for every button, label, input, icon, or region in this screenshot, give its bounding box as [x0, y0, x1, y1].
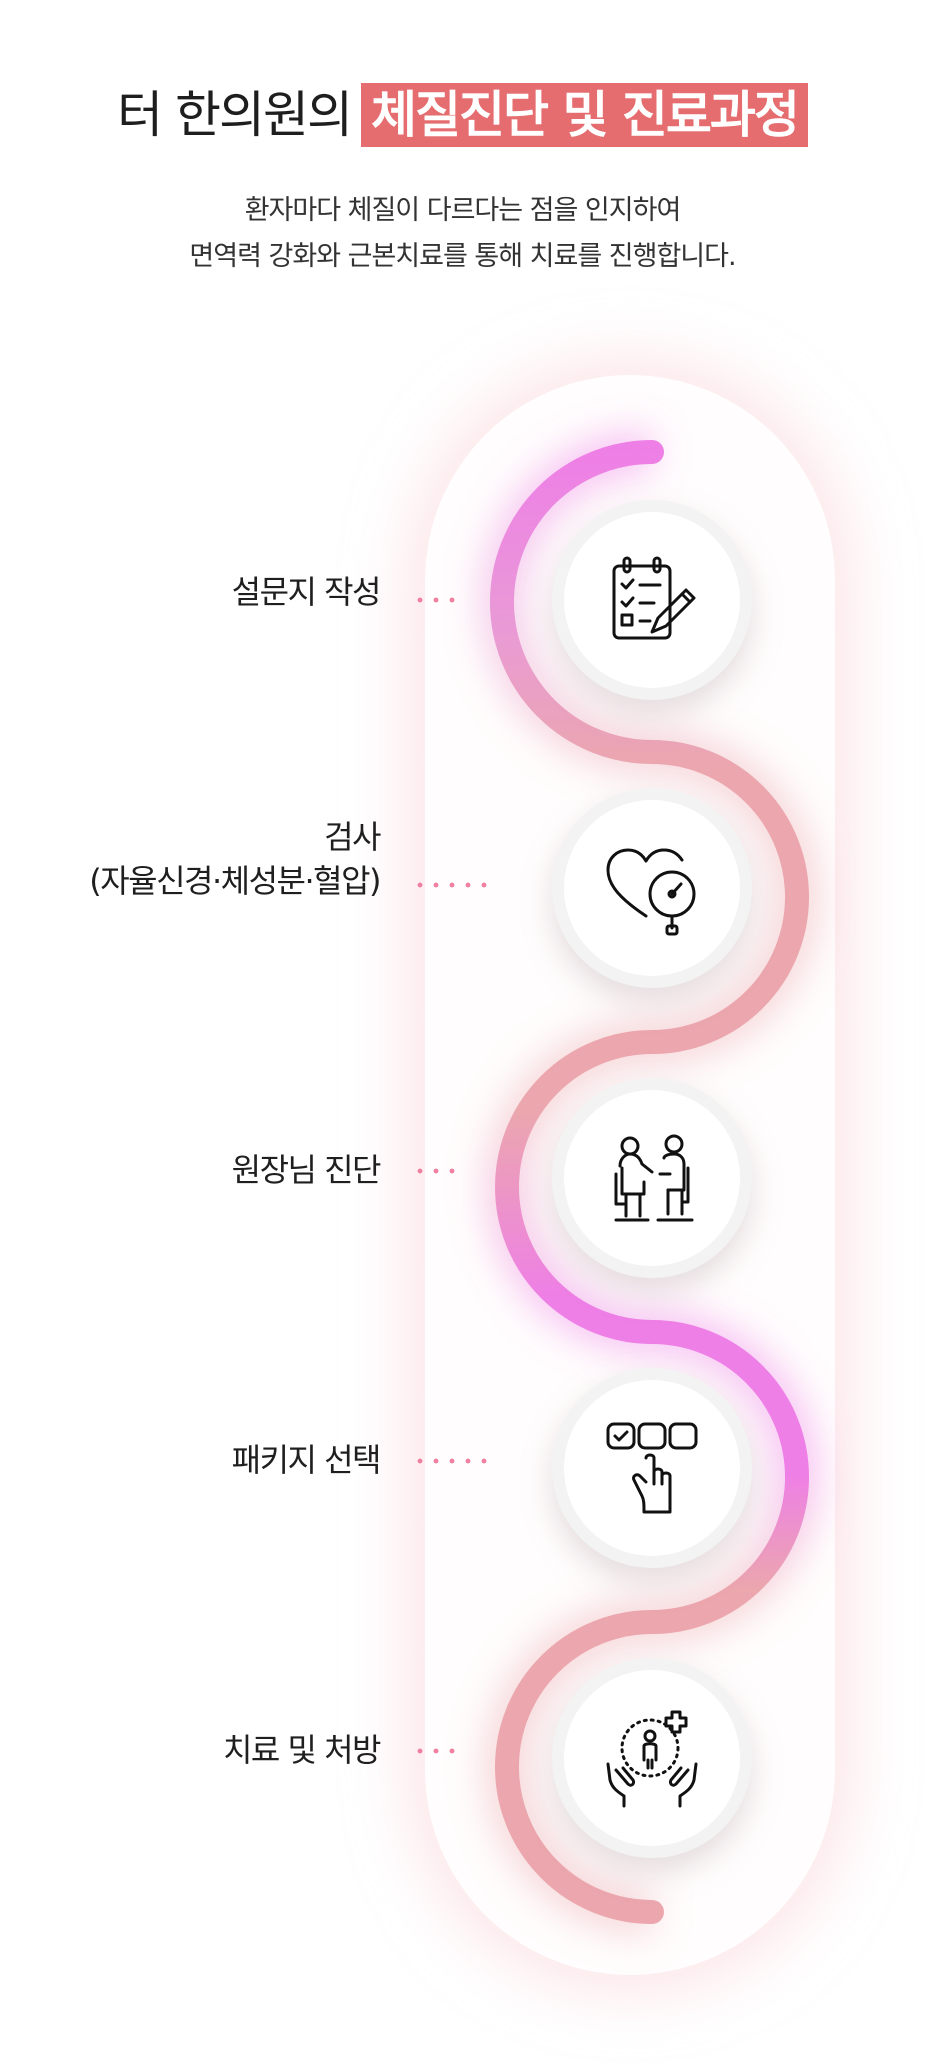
heart-gauge-icon [606, 848, 696, 936]
step-1-disc [552, 500, 752, 700]
step-5-disc [552, 1658, 752, 1858]
title-prefix: 터 한의원의 [117, 86, 353, 144]
step-2-sublabel: (자율신경·체성분·혈압) [89, 862, 381, 900]
step-3-disc [552, 1078, 752, 1278]
step-4-dots [412, 1458, 492, 1464]
page-subtitle: 환자마다 체질이 다르다는 점을 인지하여 면역력 강화와 근본치료를 통해 치… [0, 188, 925, 280]
step-label-examination: 검사 (자율신경·체성분·혈압) [89, 815, 381, 903]
step-4-disc [552, 1368, 752, 1568]
step-1-dots [412, 597, 460, 603]
step-label-diagnosis: 원장님 진단 [231, 1148, 382, 1192]
step-label-treatment: 치료 및 처방 [222, 1728, 382, 1772]
step-3-dots [412, 1168, 460, 1174]
step-3-label: 원장님 진단 [231, 1151, 382, 1189]
step-4-label: 패키지 선택 [231, 1441, 382, 1479]
step-2-disc [552, 788, 752, 988]
step-2-dots [412, 882, 492, 888]
step-2-label: 검사 [324, 818, 381, 856]
step-label-package: 패키지 선택 [231, 1438, 382, 1482]
care-hands-icon [606, 1710, 698, 1808]
subtitle-line-1: 환자마다 체질이 다르다는 점을 인지하여 [244, 195, 682, 226]
hand-select-icon [606, 1422, 698, 1514]
subtitle-line-2: 면역력 강화와 근본치료를 통해 치료를 진행합니다. [189, 241, 736, 272]
step-1-label: 설문지 작성 [231, 573, 382, 611]
doctor-consultation-icon [614, 1134, 694, 1222]
step-5-dots [412, 1748, 460, 1754]
title-highlight: 체질진단 및 진료과정 [361, 83, 808, 147]
step-label-questionnaire: 설문지 작성 [231, 570, 382, 614]
step-5-label: 치료 및 처방 [222, 1731, 382, 1769]
checklist-clipboard-icon [612, 556, 696, 640]
